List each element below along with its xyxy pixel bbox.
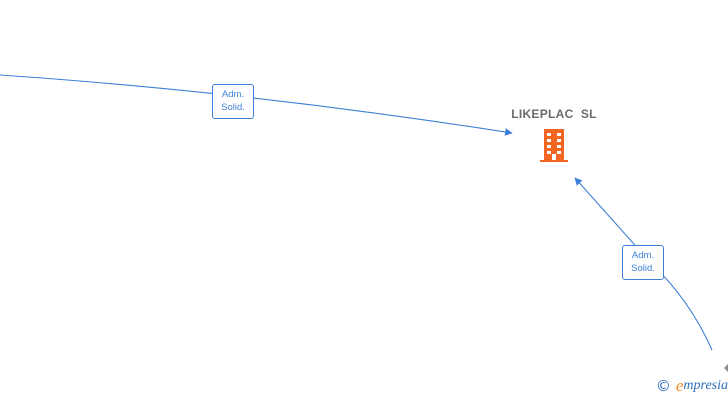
empresia-watermark: © e mpresia <box>656 376 728 396</box>
company-name[interactable]: LIKEPLAC SL <box>511 107 597 121</box>
edge-label-adm-solid[interactable]: Adm. Solid. <box>212 84 254 119</box>
edge-label-line1: Adm. <box>221 89 245 100</box>
edge-line-left <box>0 74 513 136</box>
edge-label-line1: Adm. <box>631 250 655 261</box>
offscreen-node-fragment <box>724 364 728 372</box>
brand-initial: e <box>675 376 684 395</box>
brand-name: mpresia <box>683 378 728 393</box>
edge-label-line2: Solid. <box>631 263 655 274</box>
edge-label-line2: Solid. <box>221 102 245 113</box>
building-icon[interactable] <box>538 127 570 163</box>
copyright-icon: © <box>655 377 671 395</box>
edge-label-adm-solid[interactable]: Adm. Solid. <box>622 245 664 280</box>
